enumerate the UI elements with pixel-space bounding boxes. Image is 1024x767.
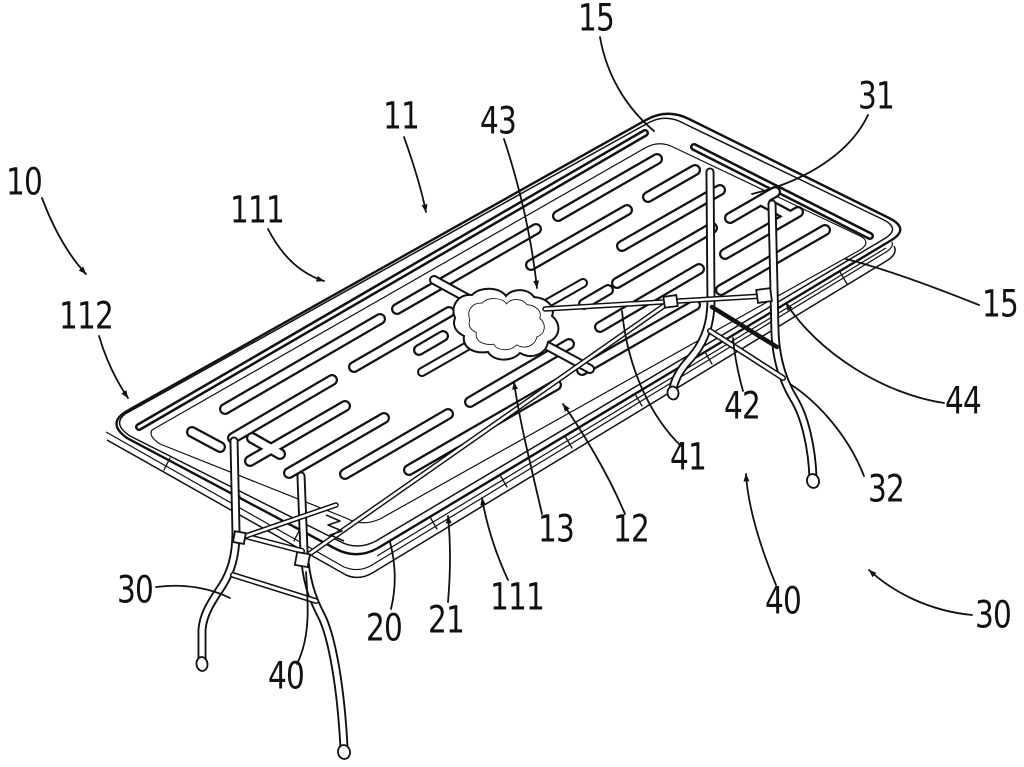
- leader-31: [751, 114, 869, 195]
- leader-40-left: [296, 571, 309, 665]
- brace-bracket: [662, 294, 679, 309]
- ref-label-20: 20: [365, 606, 403, 650]
- leg-brace-bracket: [231, 530, 247, 545]
- folding-brace-rods: [231, 287, 773, 569]
- leg-foot-cap: [337, 744, 351, 760]
- ref-label-12: 12: [612, 507, 650, 551]
- leader-21: [445, 515, 452, 603]
- brace-spring-coil: [325, 514, 345, 542]
- ref-label-15-right: 15: [981, 282, 1019, 326]
- underside-field-boundary: [150, 143, 867, 524]
- rim-inner-line: [118, 117, 894, 547]
- ref-label-111-bottom: 111: [489, 575, 545, 619]
- ref-label-111-top: 111: [229, 188, 285, 232]
- ref-label-21: 21: [427, 598, 465, 642]
- ref-label-40-left: 40: [267, 654, 305, 698]
- leader-20: [389, 541, 396, 610]
- hub-boss-inner-line: [468, 298, 545, 351]
- leader-44: [785, 302, 945, 404]
- ref-label-11: 11: [382, 94, 420, 138]
- tabletop-outline: [105, 112, 902, 579]
- leader-111-bottom: [480, 497, 509, 581]
- leader-42: [732, 337, 744, 392]
- central-hub: [422, 280, 590, 372]
- leader-11: [403, 136, 428, 213]
- ref-label-44: 44: [944, 379, 982, 423]
- right-leg-pivot-bar: [709, 304, 780, 350]
- ref-label-43: 43: [479, 99, 517, 143]
- leader-13: [512, 381, 543, 515]
- leader-43: [503, 138, 540, 289]
- ref-label-40-right: 40: [764, 579, 802, 623]
- leg-brace-bracket: [293, 551, 311, 569]
- ref-label-10: 10: [5, 160, 43, 204]
- leader-30-left: [155, 584, 231, 599]
- ref-label-13: 13: [537, 507, 575, 551]
- leader-15-right: [845, 258, 980, 306]
- leader-lines: [41, 36, 980, 665]
- ref-label-31: 31: [857, 74, 895, 118]
- leg-foot-cap: [806, 473, 820, 489]
- leader-112: [98, 335, 129, 399]
- ref-label-30-left: 30: [116, 568, 154, 612]
- pivot-bracket: [755, 287, 773, 304]
- folding-legs: [195, 172, 820, 760]
- skirt-bottom-edge: [106, 245, 896, 579]
- ref-label-41: 41: [669, 435, 707, 479]
- leg-foot-cap: [195, 656, 209, 672]
- ref-label-15-top: 15: [577, 0, 615, 40]
- leader-40-right: [743, 473, 777, 586]
- leader-10: [41, 197, 87, 275]
- skirt-upper-line: [376, 247, 887, 557]
- ref-label-42: 42: [723, 384, 761, 428]
- leader-12: [562, 403, 626, 515]
- ref-label-30-right: 30: [974, 593, 1012, 637]
- ref-label-32: 32: [867, 467, 905, 511]
- tabletop-outer-contour: [115, 112, 902, 556]
- ref-label-112: 112: [58, 294, 114, 338]
- leader-15-top: [599, 36, 655, 132]
- edge-rail-channel-far: [139, 133, 645, 427]
- leader-111-top: [267, 228, 325, 282]
- leader-30-right: [868, 569, 973, 616]
- leader-32: [789, 383, 865, 477]
- leader-41: [621, 310, 682, 447]
- leg-foot-cap: [666, 385, 680, 401]
- skirt-mid-line: [105, 241, 893, 571]
